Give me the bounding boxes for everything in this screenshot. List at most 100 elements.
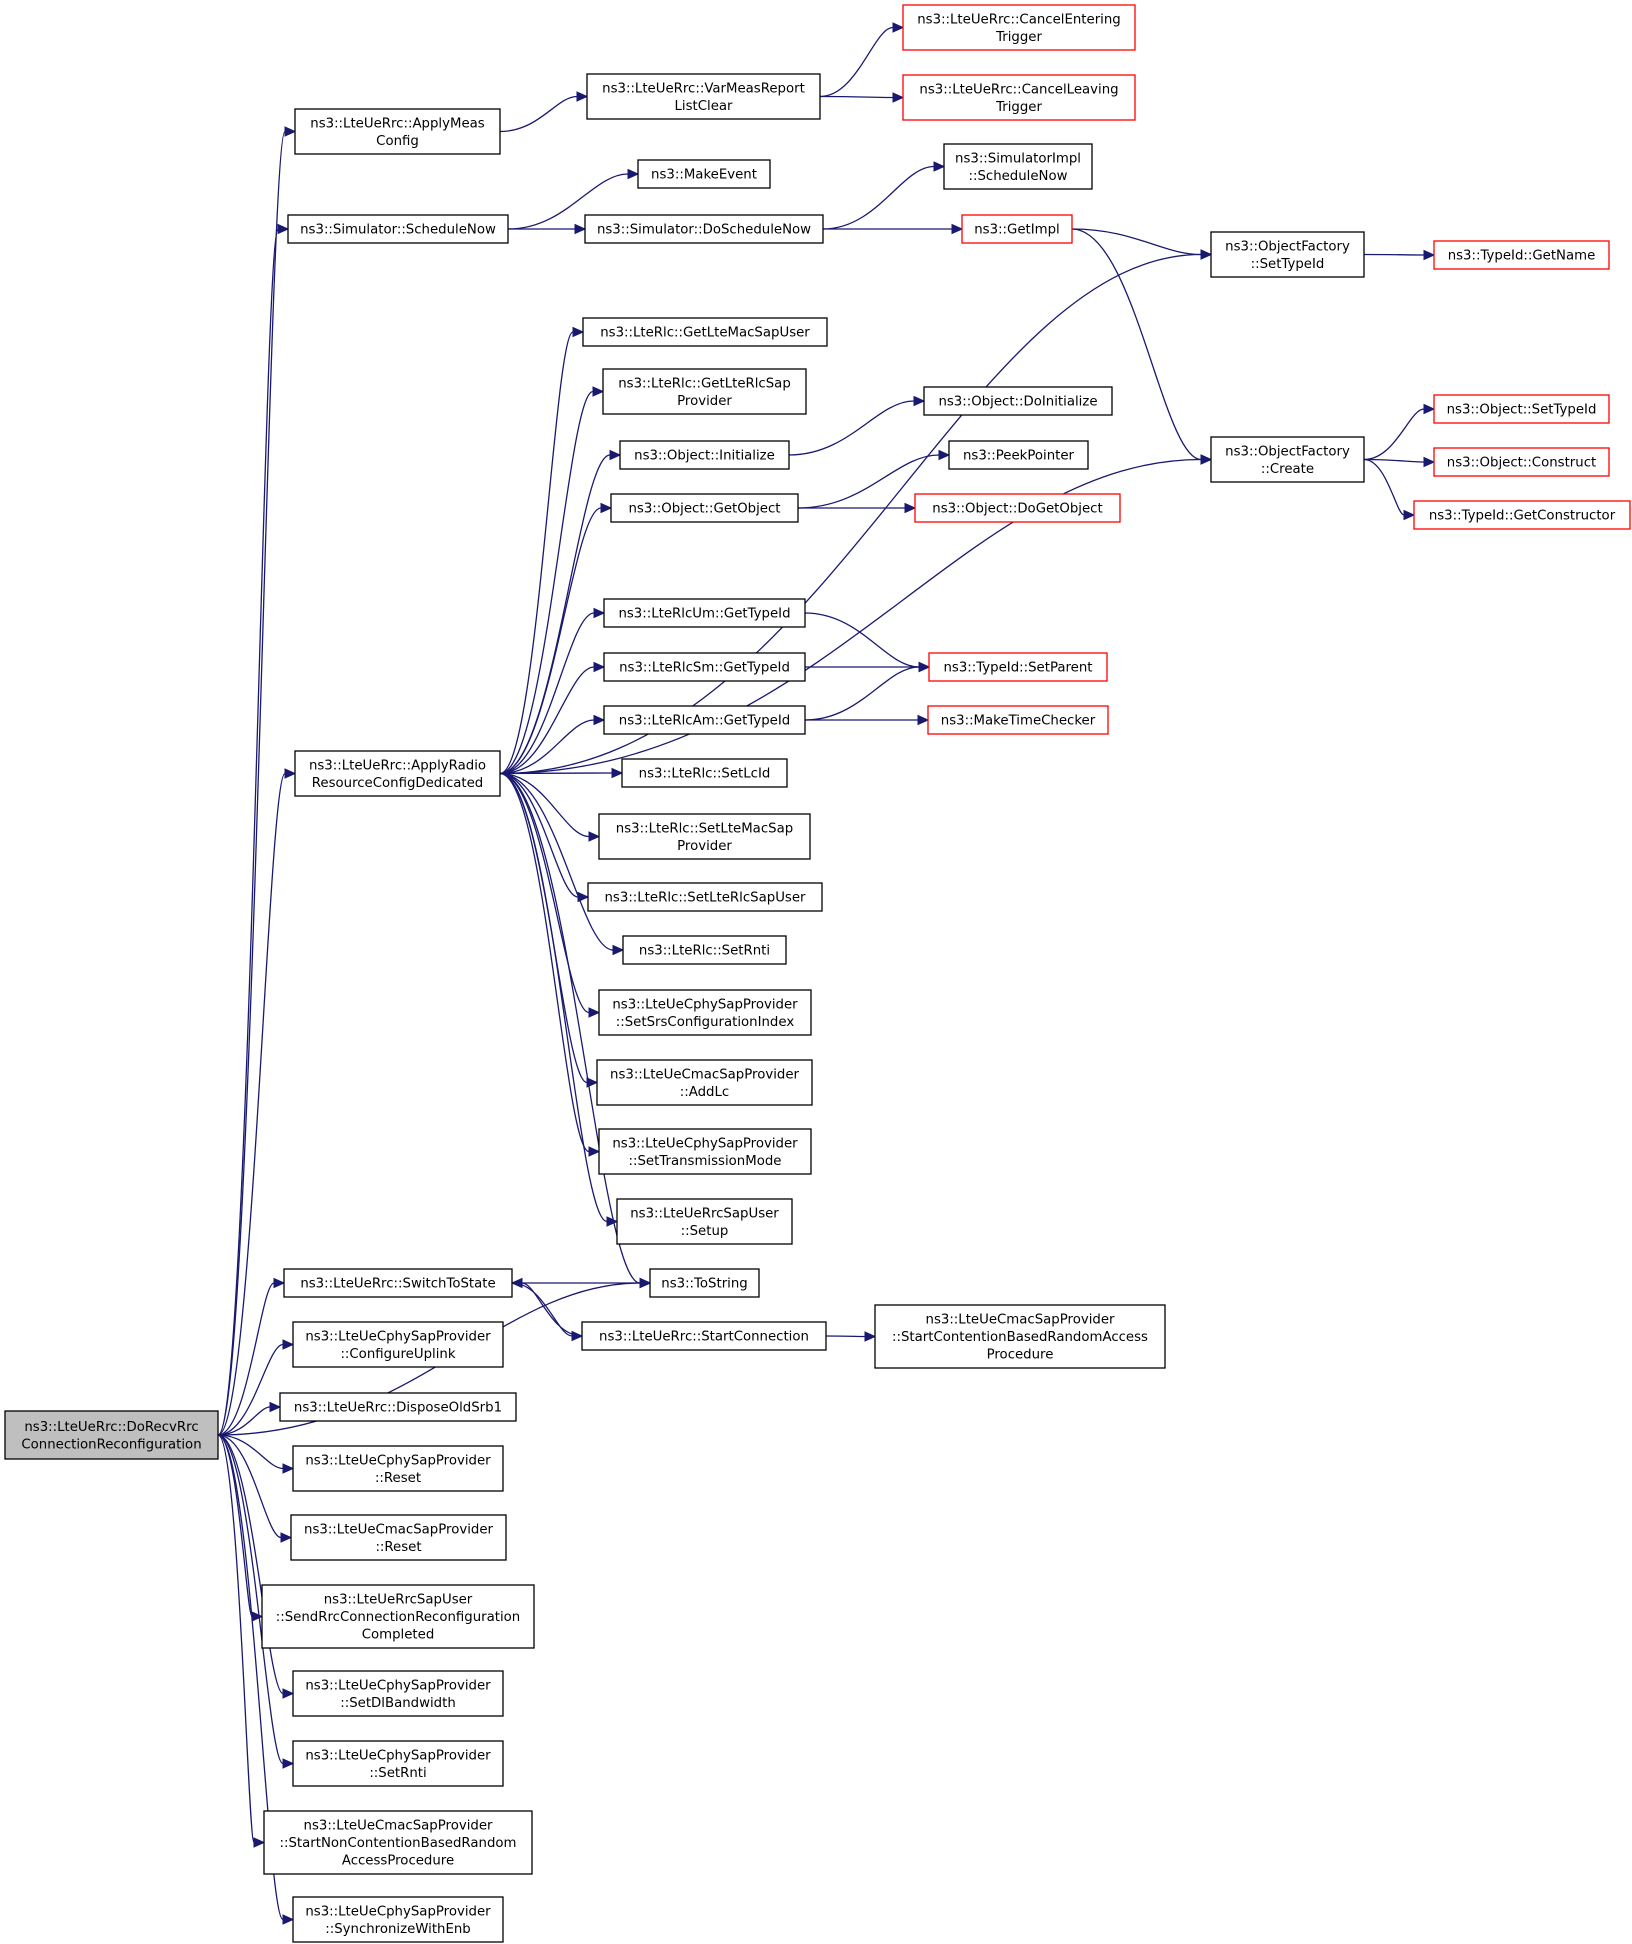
node-dispose-old-srb1[interactable]: ns3::LteUeRrc::DisposeOldSrb1 [279, 1392, 517, 1422]
node-label-line: ns3::LteUeRrc::CancelEntering [917, 12, 1120, 27]
node-get-lte-mac-sap-user[interactable]: ns3::LteRlc::GetLteMacSapUser [582, 317, 828, 347]
node-box [874, 1304, 1166, 1369]
node-cphy-reset[interactable]: ns3::LteUeCphySapProvider::Reset [292, 1445, 504, 1492]
node-label-line: ns3::TypeId::GetConstructor [1429, 509, 1616, 524]
node-rlc-set-lte-rlc-sap-user[interactable]: ns3::LteRlc::SetLteRlcSapUser [587, 882, 823, 912]
node-cmac-start-cbra[interactable]: ns3::LteUeCmacSapProvider::StartContenti… [874, 1304, 1166, 1369]
node-obj-do-initialize[interactable]: ns3::Object::DoInitialize [923, 386, 1113, 416]
node-to-string[interactable]: ns3::ToString [649, 1268, 760, 1298]
node-cphy-configure-uplink[interactable]: ns3::LteUeCphySapProvider::ConfigureUpli… [292, 1321, 504, 1368]
node-label-line: ::Reset [375, 1471, 421, 1486]
node-obj-initialize[interactable]: ns3::Object::Initialize [619, 440, 790, 470]
node-label-line: ns3::LteRlcUm::GetTypeId [618, 607, 790, 622]
node-make-time-checker[interactable]: ns3::MakeTimeChecker [927, 705, 1109, 735]
node-cmac-reset[interactable]: ns3::LteUeCmacSapProvider::Reset [290, 1514, 507, 1561]
node-cphy-sync-enb[interactable]: ns3::LteUeCphySapProvider::SynchronizeWi… [292, 1896, 504, 1943]
node-label-line: ns3::LteRlc::SetLteRlcSapUser [605, 891, 807, 906]
node-box [279, 1392, 517, 1422]
node-root[interactable]: ns3::LteUeRrc::DoRecvRrcConnectionReconf… [4, 1410, 219, 1460]
node-type-id-set-parent[interactable]: ns3::TypeId::SetParent [928, 652, 1108, 682]
node-rlc-set-lc-id[interactable]: ns3::LteRlc::SetLcId [621, 758, 788, 788]
node-box [603, 598, 806, 628]
node-label-line: ns3::LteUeRrc::ApplyRadio [309, 758, 486, 773]
call-edge-root-to-cphy-set-rnti [217, 1434, 295, 1769]
node-label-line: ns3::Object::GetObject [628, 502, 780, 517]
node-label-line: ns3::LteUeCmacSapProvider [304, 1819, 493, 1834]
node-make-event[interactable]: ns3::MakeEvent [637, 159, 771, 189]
node-rrc-sap-user-setup[interactable]: ns3::LteUeRrcSapUser::Setup [616, 1198, 793, 1245]
node-type-id-get-name[interactable]: ns3::TypeId::GetName [1433, 240, 1610, 270]
node-obj-construct[interactable]: ns3::Object::Construct [1433, 447, 1610, 477]
call-edge-apply-radio-to-rlc-um-get-type-id [499, 607, 606, 775]
node-sim-sched-now[interactable]: ns3::Simulator::ScheduleNow [287, 214, 509, 244]
node-rlc-set-rnti[interactable]: ns3::LteRlc::SetRnti [622, 935, 787, 965]
node-box [584, 214, 824, 244]
call-edge-apply-radio-to-rlc-set-rnti [499, 772, 625, 956]
call-edge-sim-do-sched-now-to-sim-impl-sched-now [822, 161, 946, 230]
node-label-line: ::Create [1261, 462, 1314, 477]
node-apply-radio[interactable]: ns3::LteUeRrc::ApplyRadioResourceConfigD… [294, 750, 501, 797]
node-box [1210, 436, 1365, 483]
node-cmac-add-lc[interactable]: ns3::LteUeCmacSapProvider::AddLc [596, 1059, 813, 1106]
node-get-impl[interactable]: ns3::GetImpl [961, 214, 1073, 244]
node-cphy-set-dl-bw[interactable]: ns3::LteUeCphySapProvider::SetDlBandwidt… [292, 1670, 504, 1717]
node-box [621, 758, 788, 788]
node-label-line: ns3::Simulator::ScheduleNow [300, 223, 496, 238]
call-edge-of-create-to-type-id-get-ctor [1363, 458, 1416, 521]
node-rlc-sm-get-type-id[interactable]: ns3::LteRlcSm::GetTypeId [603, 652, 806, 682]
node-label-line: ns3::LteUeCphySapProvider [612, 997, 798, 1012]
node-cphy-set-srs[interactable]: ns3::LteUeCphySapProvider::SetSrsConfigu… [598, 989, 812, 1036]
node-box [961, 214, 1073, 244]
node-of-create[interactable]: ns3::ObjectFactory::Create [1210, 436, 1365, 483]
node-obj-do-get-object[interactable]: ns3::Object::DoGetObject [914, 493, 1121, 523]
call-edge-start-connection-to-switch-to-state [510, 1277, 583, 1337]
node-rrc-sap-user-send-rcrc[interactable]: ns3::LteUeRrcSapUser::SendRrcConnectionR… [261, 1584, 535, 1649]
call-edge-apply-radio-to-of-create [499, 454, 1213, 775]
node-box [616, 1198, 793, 1245]
node-sim-do-sched-now[interactable]: ns3::Simulator::DoScheduleNow [584, 214, 824, 244]
call-edge-var-meas-to-cancel-leaving [819, 92, 905, 103]
node-sim-impl-sched-now[interactable]: ns3::SimulatorImpl::ScheduleNow [943, 143, 1093, 190]
node-box [292, 1740, 504, 1787]
node-type-id-get-ctor[interactable]: ns3::TypeId::GetConstructor [1413, 500, 1631, 530]
node-box [4, 1410, 219, 1460]
node-label-line: ns3::Object::Initialize [634, 449, 775, 464]
node-label-line: ns3::Object::DoGetObject [932, 502, 1102, 517]
call-edge-obj-get-object-to-peek-pointer [797, 449, 951, 509]
call-edge-apply-radio-to-of-set-type-id [499, 249, 1213, 775]
node-cphy-set-rnti[interactable]: ns3::LteUeCphySapProvider::SetRnti [292, 1740, 504, 1787]
node-label-line: ns3::LteUeRrc::SwitchToState [300, 1277, 495, 1292]
node-box [603, 652, 806, 682]
node-switch-to-state[interactable]: ns3::LteUeRrc::SwitchToState [283, 1268, 513, 1298]
node-rlc-am-get-type-id[interactable]: ns3::LteRlcAm::GetTypeId [603, 705, 806, 735]
node-box [902, 4, 1136, 51]
node-box [294, 108, 501, 155]
node-obj-set-type-id[interactable]: ns3::Object::SetTypeId [1433, 394, 1610, 424]
node-label-line: ns3::TypeId::GetName [1448, 249, 1596, 264]
node-of-set-type-id[interactable]: ns3::ObjectFactory::SetTypeId [1210, 231, 1365, 278]
node-cphy-set-tx-mode[interactable]: ns3::LteUeCphySapProvider::SetTransmissi… [598, 1128, 812, 1175]
node-peek-pointer[interactable]: ns3::PeekPointer [948, 440, 1089, 470]
call-edge-rlc-um-get-type-id-to-type-id-set-parent [804, 612, 931, 673]
call-edge-obj-get-object-to-obj-do-get-object [798, 502, 917, 514]
node-cmac-start-ncbra[interactable]: ns3::LteUeCmacSapProvider::StartNonConte… [263, 1810, 533, 1875]
node-label-line: Provider [677, 394, 732, 409]
node-rlc-um-get-type-id[interactable]: ns3::LteRlcUm::GetTypeId [603, 598, 806, 628]
call-edge-apply-radio-to-rrc-sap-user-setup [499, 772, 619, 1227]
node-box [586, 73, 821, 120]
call-edge-apply-radio-to-get-lte-mac-sap-user [499, 326, 585, 775]
call-edge-rlc-sm-get-type-id-to-type-id-set-parent [804, 661, 931, 673]
node-label-line: ns3::LteUeCphySapProvider [305, 1453, 491, 1468]
node-label-line: ns3::LteRlcSm::GetTypeId [619, 661, 790, 676]
node-box [1210, 231, 1365, 278]
call-edge-root-to-dispose-old-srb1 [217, 1401, 282, 1436]
node-box [1433, 394, 1610, 424]
node-obj-get-object[interactable]: ns3::Object::GetObject [610, 493, 799, 523]
node-start-connection[interactable]: ns3::LteUeRrc::StartConnection [581, 1321, 827, 1351]
